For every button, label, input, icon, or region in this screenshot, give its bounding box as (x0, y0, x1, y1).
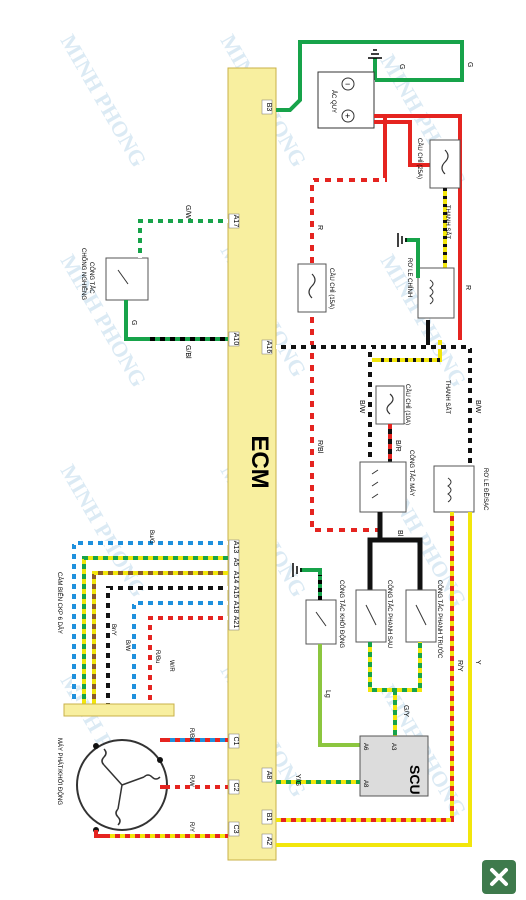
pin-a18: A18 (232, 601, 239, 614)
wire-label-bw: B/W (474, 400, 481, 414)
charge-relay (433, 465, 475, 513)
sensor-label: CẢM BIẾN CKP 6 DÂY (56, 572, 63, 634)
pin-a17: A17 (232, 215, 239, 228)
frame-ground-2: THANH SẮT (444, 380, 452, 414)
wire-label-bw: B/W (124, 640, 130, 652)
scu-block (359, 735, 429, 797)
main-switch (359, 461, 407, 513)
frame-ground-1: THANH SẮT (444, 205, 452, 239)
close-button[interactable] (482, 860, 516, 894)
pin-a21: A21 (232, 616, 239, 629)
tilt-switch-label-1: CÔNG TẮC (88, 262, 96, 294)
pin-a16: A16 (265, 341, 272, 354)
scu-pin-a8: A8 (362, 780, 368, 788)
fuse-10a (375, 385, 405, 425)
battery-minus: − (345, 79, 350, 89)
rear-brake-label: CÔNG TẮC PHANH SAU (386, 580, 394, 648)
fuse-25a-label: CẦU CHÌ (25A) (416, 138, 423, 179)
wire-label-bbr: B/R (394, 440, 401, 452)
fuse-15a-label: CẦU CHÌ (15A) (328, 268, 335, 309)
wire-black-brake (367, 512, 423, 590)
ecm-pins: B3 A17 A10 A16 A13 A5 A14 A15 A18 A21 C1… (228, 99, 273, 849)
wire-label-ry: R/Y (456, 660, 463, 672)
wire-green-ground (276, 40, 464, 112)
wire-label-wr: W/R (168, 660, 174, 672)
relay-main (417, 267, 455, 319)
ground-symbol (397, 233, 407, 247)
watermark-brand: MINH PHONG (56, 460, 152, 601)
pin-c3: C3 (232, 825, 239, 834)
start-switch (305, 599, 337, 645)
scu-label: SCU (407, 765, 423, 795)
pin-a13: A13 (232, 541, 239, 554)
wire-label-y: Y (474, 660, 481, 665)
wire-label-gby: G/Y (402, 705, 409, 717)
close-icon (482, 860, 516, 894)
generator-label: MÁY PHÁT/KHỞI ĐỘNG (56, 738, 63, 805)
wire-label-bw: B/W (358, 400, 365, 414)
wire-label-g: G (398, 64, 405, 69)
scu-pin-a6: A6 (362, 743, 368, 751)
wire-label-lg: Lg (324, 690, 331, 698)
battery-plus: + (345, 111, 350, 121)
pin-c1: C1 (232, 737, 239, 746)
wire-label-r: R (316, 225, 323, 230)
wire-green-relay (405, 238, 420, 278)
ground-symbol (368, 49, 382, 59)
wire-label-rbu: R/Bu (188, 728, 194, 741)
wire-label-ry: R/Y (188, 822, 194, 832)
wire-label-bry: Br/Y (110, 624, 116, 636)
pin-a15: A15 (232, 586, 239, 599)
ground-symbol (292, 563, 302, 577)
tilt-switch (105, 257, 149, 301)
fuse-25a (429, 139, 461, 189)
sensor-connector (63, 703, 175, 717)
wire-label-yg: Y/G (294, 774, 301, 786)
wire-label-g: G (130, 320, 137, 325)
ecm-label: ECM (246, 435, 273, 488)
pin-b1: B1 (265, 813, 272, 822)
pin-a8: A8 (265, 771, 272, 780)
front-brake-label: CÔNG TẮC PHANH TRƯỚC (436, 580, 444, 659)
wire-label-gw: G/W (184, 205, 191, 219)
ecm-block (227, 67, 277, 861)
wire-label-gbl: G/Bl (184, 345, 191, 359)
front-brake-switch (405, 589, 437, 643)
tilt-switch-label-2: CHỐNG NGHIÊNG (80, 248, 88, 300)
watermark-brand: MINH PHONG (56, 30, 152, 171)
wire-label-rw: R/W (188, 775, 194, 787)
pin-a2: A2 (265, 837, 272, 846)
pin-a5: A5 (232, 558, 239, 567)
wire-label-r: R (464, 285, 471, 290)
main-switch-label: CÔNG TẮC MÁY (408, 450, 416, 496)
relay-main-label: RƠ LE CHÍNH (406, 258, 413, 297)
pin-c2: C2 (232, 783, 239, 792)
wire-label-rbu: R/Bu (154, 650, 160, 663)
wire-label-g: G (466, 62, 473, 67)
wire-red-dash (310, 178, 385, 532)
wire-label-bu: Bu/G (148, 530, 154, 544)
charge-relay-label: RƠ LE ĐỀ/SẠC (482, 468, 489, 511)
start-switch-label: CÔNG TẮC KHỞI ĐỘNG (338, 580, 346, 648)
fuse-15a (297, 263, 327, 313)
fuse-10a-label: CẦU CHÌ (10A) (404, 384, 411, 425)
wire-label-rbl: R/Bl (316, 440, 323, 454)
pin-a14: A14 (232, 571, 239, 584)
pin-a10: A10 (232, 333, 239, 346)
pin-b3: B3 (265, 103, 272, 112)
wire-label-bl: Bl (396, 530, 403, 537)
battery-label: ẮC QUY (330, 90, 338, 113)
scu-pin-a3: A3 (390, 743, 396, 751)
